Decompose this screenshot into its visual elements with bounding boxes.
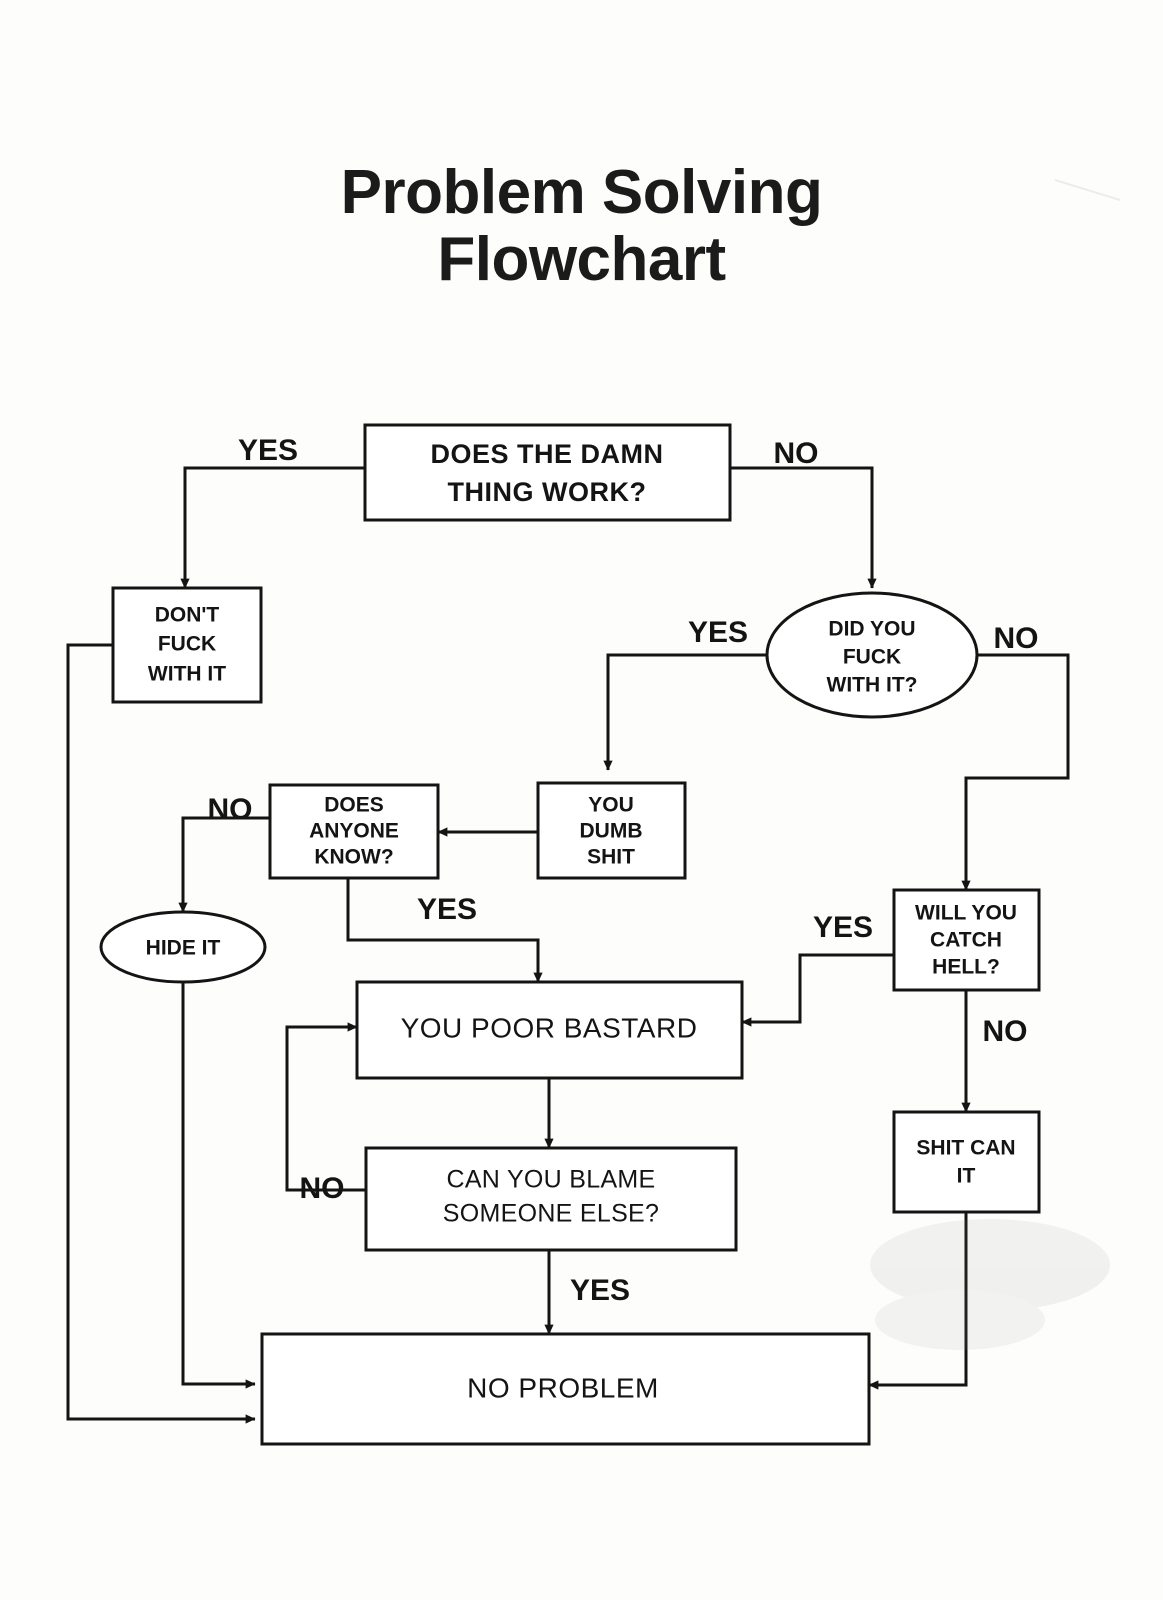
node-label-line-2: IT [957, 1165, 976, 1188]
node-label-line-2: DUMB [580, 820, 643, 843]
node-did-you-fuck-with-it[interactable]: DID YOU FUCK WITH IT? [765, 591, 979, 719]
title-line-2: Flowchart [437, 224, 726, 294]
node-label-line-3: HELL? [932, 956, 1000, 979]
edge-anyone-yes-poorbastard [346, 878, 543, 983]
edge-anyone-no-hideit [178, 816, 270, 913]
node-box [268, 783, 440, 880]
edge-label-catchhell-yes: YES [813, 911, 873, 944]
node-does-the-damn-thing-work[interactable]: DOES THE DAMN THING WORK? [363, 423, 732, 522]
node-box [536, 781, 687, 880]
node-dont-fuck-with-it[interactable]: DON'T FUCK WITH IT [111, 586, 263, 704]
edge-label-anyone-no: NO [208, 793, 253, 826]
edge-label-anyone-yes: YES [417, 893, 477, 926]
node-you-poor-bastard[interactable]: YOU POOR BASTARD [355, 980, 744, 1080]
edge-label-work-no: NO [774, 437, 819, 470]
edge-shitcan-noproblem [868, 1212, 968, 1390]
node-label-line-1: WILL YOU [915, 902, 1017, 925]
edge-label-work-yes: YES [238, 434, 298, 467]
node-label-line-3: KNOW? [314, 846, 393, 869]
node-label-line-2: SOMEONE ELSE? [443, 1200, 659, 1228]
node-box [260, 1332, 871, 1446]
node-label-line-2: FUCK [843, 646, 901, 669]
node-can-you-blame-someone-else[interactable]: CAN YOU BLAME SOMEONE ELSE? [364, 1146, 738, 1252]
node-label-line-1: DON'T [155, 604, 220, 627]
edge-hideit-noproblem [181, 972, 256, 1389]
node-will-you-catch-hell[interactable]: WILL YOU CATCH HELL? [892, 888, 1041, 992]
node-label-line-1: SHIT CAN [916, 1137, 1015, 1160]
node-hide-it[interactable]: HIDE IT [99, 910, 267, 984]
edge-label-blame-no: NO [300, 1172, 345, 1205]
edge-label-catchhell-no: NO [983, 1015, 1028, 1048]
node-box [111, 586, 263, 704]
node-label-line-3: SHIT [587, 846, 635, 869]
edge-didyou-no-catchhell [961, 653, 1070, 891]
node-box [892, 1110, 1041, 1214]
node-label-line-2: ANYONE [309, 820, 399, 843]
node-label-line-1: NO PROBLEM [467, 1372, 659, 1403]
edge-work-no-didyou [730, 466, 877, 589]
node-box [364, 1146, 738, 1252]
node-ellipse [765, 591, 979, 719]
node-label-line-2: THING WORK? [448, 477, 647, 507]
edge-label-blame-yes: YES [570, 1274, 630, 1307]
node-does-anyone-know[interactable]: DOES ANYONE KNOW? [268, 783, 440, 880]
node-label-line-3: WITH IT? [827, 674, 918, 697]
node-box [355, 980, 744, 1080]
node-label-line-2: CATCH [930, 929, 1002, 952]
edge-blame-no-poorbastard [285, 1022, 366, 1192]
page-title: Problem Solving Flowchart [0, 158, 1163, 294]
node-box [363, 423, 732, 522]
node-box [892, 888, 1041, 992]
node-shit-can-it[interactable]: SHIT CAN IT [892, 1110, 1041, 1214]
edge-dontfuck-noproblem [66, 643, 256, 1424]
edge-work-yes-dontfuck [180, 466, 365, 589]
edge-label-didyou-yes: YES [688, 616, 748, 649]
title-line-1: Problem Solving [340, 158, 823, 227]
node-label-line-3: WITH IT [148, 663, 226, 686]
node-label-line-1: HIDE IT [146, 937, 221, 960]
scan-smudge [870, 179, 1121, 1350]
node-label-line-1: YOU [588, 794, 634, 817]
node-label-line-1: CAN YOU BLAME [446, 1166, 655, 1194]
edge-label-didyou-no: NO [994, 622, 1039, 655]
node-no-problem[interactable]: NO PROBLEM [260, 1332, 871, 1446]
node-label-line-1: YOU POOR BASTARD [401, 1012, 698, 1043]
node-label-line-1: DID YOU [828, 618, 915, 641]
node-ellipse [99, 910, 267, 984]
edge-catchhell-yes-poorbastard [741, 953, 894, 1027]
node-label-line-2: FUCK [158, 633, 216, 656]
edge-didyou-yes-dumbshit [603, 653, 767, 771]
node-label-line-1: DOES THE DAMN [430, 439, 663, 469]
node-label-line-1: DOES [324, 794, 384, 817]
node-you-dumb-shit[interactable]: YOU DUMB SHIT [536, 781, 687, 880]
